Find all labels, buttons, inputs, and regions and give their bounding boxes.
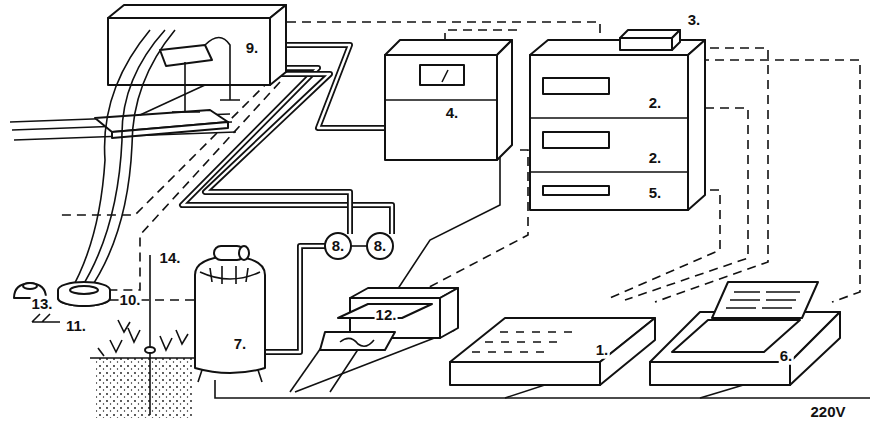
analyzer-unit [205, 38, 240, 101]
chart-recorder [320, 288, 458, 350]
soil-sample [90, 255, 196, 418]
analyzer-unit [140, 85, 205, 115]
computer-cabinet [543, 132, 609, 148]
gas-tubes [266, 246, 326, 352]
callout-number: 10. [119, 292, 142, 309]
printer [650, 282, 840, 385]
control-unit [497, 40, 512, 160]
gas-cylinder [195, 256, 265, 373]
gas-cylinder [210, 266, 248, 284]
gas-cylinder [200, 272, 260, 279]
control-unit [385, 55, 497, 160]
callout-number: 3. [687, 12, 702, 29]
callout-number: 14. [159, 250, 182, 267]
callout-number: 11. [65, 318, 87, 335]
signal-lines [700, 60, 860, 302]
callout-number: 4. [445, 105, 460, 122]
control-unit [385, 40, 512, 160]
computer-cabinet [530, 118, 688, 172]
signal-lines [272, 22, 600, 40]
control-unit [420, 65, 464, 85]
callout-number: 12. [375, 307, 398, 324]
printer [712, 282, 818, 318]
control-unit [385, 99, 497, 101]
analyzer-unit [172, 62, 200, 112]
signal-lines [60, 22, 860, 302]
signal-lines [62, 82, 280, 290]
callout-number: 2. [648, 150, 663, 167]
soil-sample [149, 255, 151, 415]
analyzer-unit [70, 5, 286, 292]
chart-recorder [320, 332, 395, 350]
valves [325, 233, 351, 259]
soil-sample [90, 357, 196, 359]
computer-cabinet [672, 30, 680, 50]
computer-cabinet [620, 30, 680, 38]
callout-number: 9. [245, 40, 260, 57]
signal-lines [420, 150, 528, 292]
valves [325, 233, 393, 259]
callout-number: 7. [233, 336, 248, 353]
computer-cabinet [620, 38, 672, 50]
computer-cabinet [530, 30, 705, 210]
gas-tubes [182, 68, 392, 234]
probe-head [70, 286, 98, 294]
chart-recorder [440, 288, 458, 338]
control-unit [442, 70, 448, 82]
keyboard-terminal [450, 318, 655, 385]
analyzer-unit [270, 5, 286, 85]
gas-tubes [182, 68, 392, 234]
valves [367, 233, 393, 259]
sensor [23, 283, 37, 289]
analyzer-unit [108, 18, 270, 85]
keyboard-terminal [472, 332, 572, 352]
ground-mark [32, 314, 60, 322]
callout-number: 8. [331, 238, 346, 255]
probe-head [58, 282, 110, 306]
gas-tubes [205, 74, 350, 234]
printer [726, 292, 800, 308]
chart-recorder [340, 338, 374, 346]
control-unit [385, 40, 512, 55]
ground-mark [32, 314, 60, 322]
soil-sample [145, 347, 155, 353]
valves [351, 245, 367, 247]
computer-cabinet [530, 55, 688, 210]
callout-number: 13. [31, 296, 54, 313]
analyzer-unit [70, 30, 150, 292]
computer-cabinet [543, 78, 609, 94]
soil-sample [98, 320, 188, 356]
printer [650, 362, 790, 385]
voltage-label: 220V [809, 404, 846, 421]
soil-sample [96, 358, 192, 418]
computer-cabinet [688, 40, 705, 210]
callout-number: 8. [373, 238, 388, 255]
analyzer-unit [80, 30, 165, 290]
power-lines [295, 330, 455, 392]
probe-head [58, 282, 110, 306]
callout-number: 6. [779, 348, 794, 365]
gas-tubes [205, 74, 350, 234]
analyzer-unit [108, 5, 286, 18]
gas-cylinder [198, 370, 262, 382]
callout-number: 1. [595, 342, 610, 359]
callout-number: 5. [648, 185, 663, 202]
gas-cylinder [239, 246, 249, 260]
callout-number: 2. [648, 95, 663, 112]
gas-cylinder [195, 246, 265, 382]
gas-tubes [266, 246, 326, 352]
computer-cabinet [543, 186, 609, 195]
keyboard-terminal [450, 362, 600, 385]
rails [112, 122, 228, 138]
analyzer-unit [160, 45, 212, 66]
